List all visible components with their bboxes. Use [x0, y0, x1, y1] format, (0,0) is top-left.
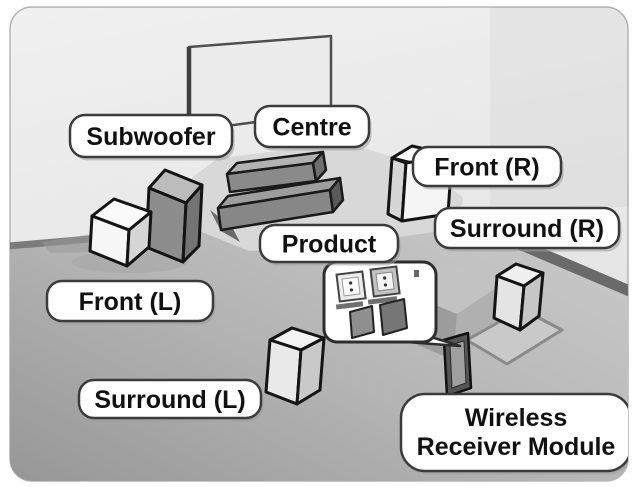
- subwoofer-speaker: [144, 168, 204, 264]
- label-front-right: Front (R): [411, 145, 564, 190]
- panel-mark: [414, 270, 419, 277]
- centre-speaker: [225, 150, 328, 194]
- label-wrm-line2: Receiver Module: [417, 433, 616, 461]
- speaker-shadow: [42, 234, 96, 253]
- label-product-text: Product: [282, 231, 377, 259]
- label-subwoofer: Subwoofer: [68, 113, 235, 161]
- connector-plug: [349, 305, 375, 339]
- rear-panel-callout: [322, 260, 438, 344]
- label-centre-text: Centre: [272, 114, 351, 142]
- surround-right-speaker: [492, 262, 545, 332]
- panel-label-strip: [367, 296, 398, 305]
- panel-label-strip: [335, 301, 364, 310]
- product-soundbar: [210, 176, 345, 242]
- label-front-left: Front (L): [45, 279, 216, 325]
- label-surround-left-text: Surround (L): [94, 386, 245, 414]
- label-surround-left: Surround (L): [77, 378, 264, 422]
- connector-plug: [379, 298, 408, 336]
- label-wireless-receiver-module: Wireless Receiver Module: [399, 392, 628, 475]
- label-front-left-text: Front (L): [79, 288, 182, 316]
- front-left-speaker: [88, 197, 153, 268]
- label-subwoofer-text: Subwoofer: [86, 123, 215, 151]
- speaker-terminal-right: [369, 265, 401, 298]
- surround-left-speaker: [264, 326, 326, 406]
- label-surround-right-text: Surround (R): [450, 215, 604, 243]
- label-front-right-text: Front (R): [434, 154, 540, 182]
- wireless-receiver-module-device: [442, 331, 473, 398]
- label-surround-right: Surround (R): [433, 206, 622, 252]
- label-product: Product: [258, 223, 401, 266]
- label-wrm-line1: Wireless: [465, 404, 568, 432]
- label-centre: Centre: [253, 104, 372, 151]
- speaker-terminal-left: [335, 270, 367, 303]
